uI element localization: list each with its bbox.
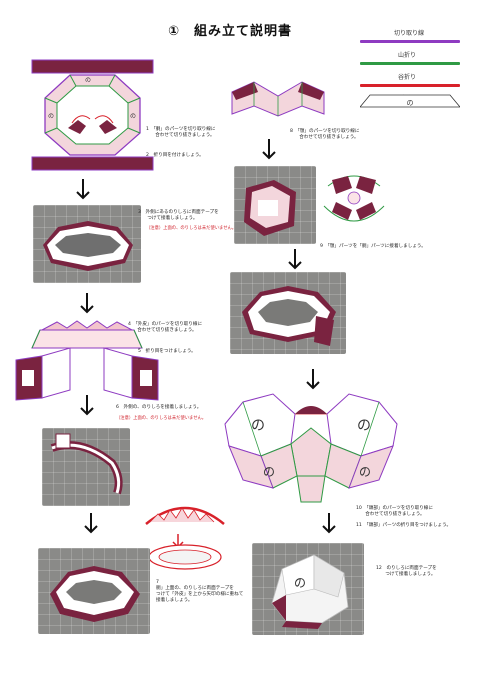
glue-mark-label: の bbox=[357, 418, 371, 434]
step-6-photo bbox=[42, 428, 130, 506]
step-4-text: 4 「外皮」のパーツを切り取り線に 合わせて切り抜きましょう。 bbox=[128, 322, 203, 333]
down-arrow-icon bbox=[288, 249, 302, 270]
legend-valley-label: 谷折り bbox=[398, 74, 417, 81]
step-12-text: 12 のりしろに両面テープを つけて接着しましょう。 bbox=[376, 566, 437, 577]
glue-mark-label: の bbox=[130, 113, 136, 120]
step-2-text: 2 折り目を付けましょう。 bbox=[146, 153, 204, 158]
step-6-text: 6 外側の、のりしろを接着しましょう。 bbox=[116, 405, 202, 410]
step-9-photo bbox=[234, 166, 316, 244]
step-7-photo bbox=[38, 548, 150, 634]
legend-glue-tab: の bbox=[360, 94, 460, 108]
glue-mark-label: の bbox=[48, 113, 54, 120]
step-3-note: （注意）上面の、のりしろは未だ使いません。 bbox=[146, 226, 237, 231]
outer-skin-part-diagram bbox=[15, 320, 159, 401]
step-10-text: 10 「頭部」のパーツを切り取り線に 合わせて切り抜きましょう。 bbox=[356, 506, 433, 517]
step-7-text: 7 胴」上面の、のりしろに両面テープを つけて「外皮」を上から矢印の様に重ねて … bbox=[156, 580, 244, 603]
glue-mark-label: の bbox=[359, 465, 371, 479]
step-8-text: 8 「顎」のパーツを切り取り線に 合わせて切り抜きましょう。 bbox=[290, 129, 360, 140]
step-9-text: 9 「顎」パーツを「胴」パーツに接着しましょう。 bbox=[320, 244, 426, 249]
step-11-text: 11 「頭部」パーツの折り目をつけましょう。 bbox=[356, 523, 452, 528]
glue-mark-label: の bbox=[263, 465, 275, 479]
glue-mark-label: の bbox=[294, 576, 306, 590]
step-9-diagram bbox=[323, 175, 385, 222]
torso-part-diagram: の の の bbox=[31, 59, 154, 171]
legend: 切り取り線 山折り 谷折り のりしろ bbox=[360, 28, 460, 102]
head-part-diagram: の の の の bbox=[224, 393, 398, 503]
down-arrow-icon bbox=[80, 293, 94, 314]
step-3-text: 3 外側にあるのりしろに両面テープを つけて接着しましょう。 bbox=[138, 210, 219, 221]
jaw-part-diagram bbox=[231, 81, 325, 117]
down-arrow-icon bbox=[84, 513, 98, 534]
step-5-text: 5 折り目をつけましょう。 bbox=[138, 349, 196, 354]
glue-mark-label: の bbox=[85, 77, 91, 84]
glue-mark-label: の bbox=[251, 418, 265, 434]
down-arrow-icon bbox=[262, 139, 276, 160]
legend-glue-symbol: の bbox=[407, 99, 414, 107]
legend-mountain-line bbox=[360, 62, 460, 65]
legend-mountain-label: 山折り bbox=[398, 52, 417, 59]
down-arrow-icon bbox=[76, 179, 90, 200]
legend-valley-line bbox=[360, 84, 460, 87]
page-title: ① 組み立て説明書 bbox=[168, 24, 293, 39]
step-10-photo bbox=[230, 272, 346, 354]
step-7-diagram bbox=[145, 506, 225, 570]
legend-cut-line bbox=[360, 40, 460, 43]
down-arrow-icon bbox=[322, 513, 336, 534]
down-arrow-icon bbox=[80, 395, 94, 416]
step-12-photo: の bbox=[252, 543, 364, 635]
step-3-photo bbox=[33, 205, 141, 283]
legend-cut-label: 切り取り線 bbox=[394, 30, 425, 37]
step-1-text: 1 「胴」のパーツを切り取り線に 合わせて切り抜きましょう。 bbox=[146, 127, 216, 138]
down-arrow-icon bbox=[306, 369, 320, 390]
step-6-note: （注意）上面の、のりしろは未だ使いません。 bbox=[116, 416, 207, 421]
